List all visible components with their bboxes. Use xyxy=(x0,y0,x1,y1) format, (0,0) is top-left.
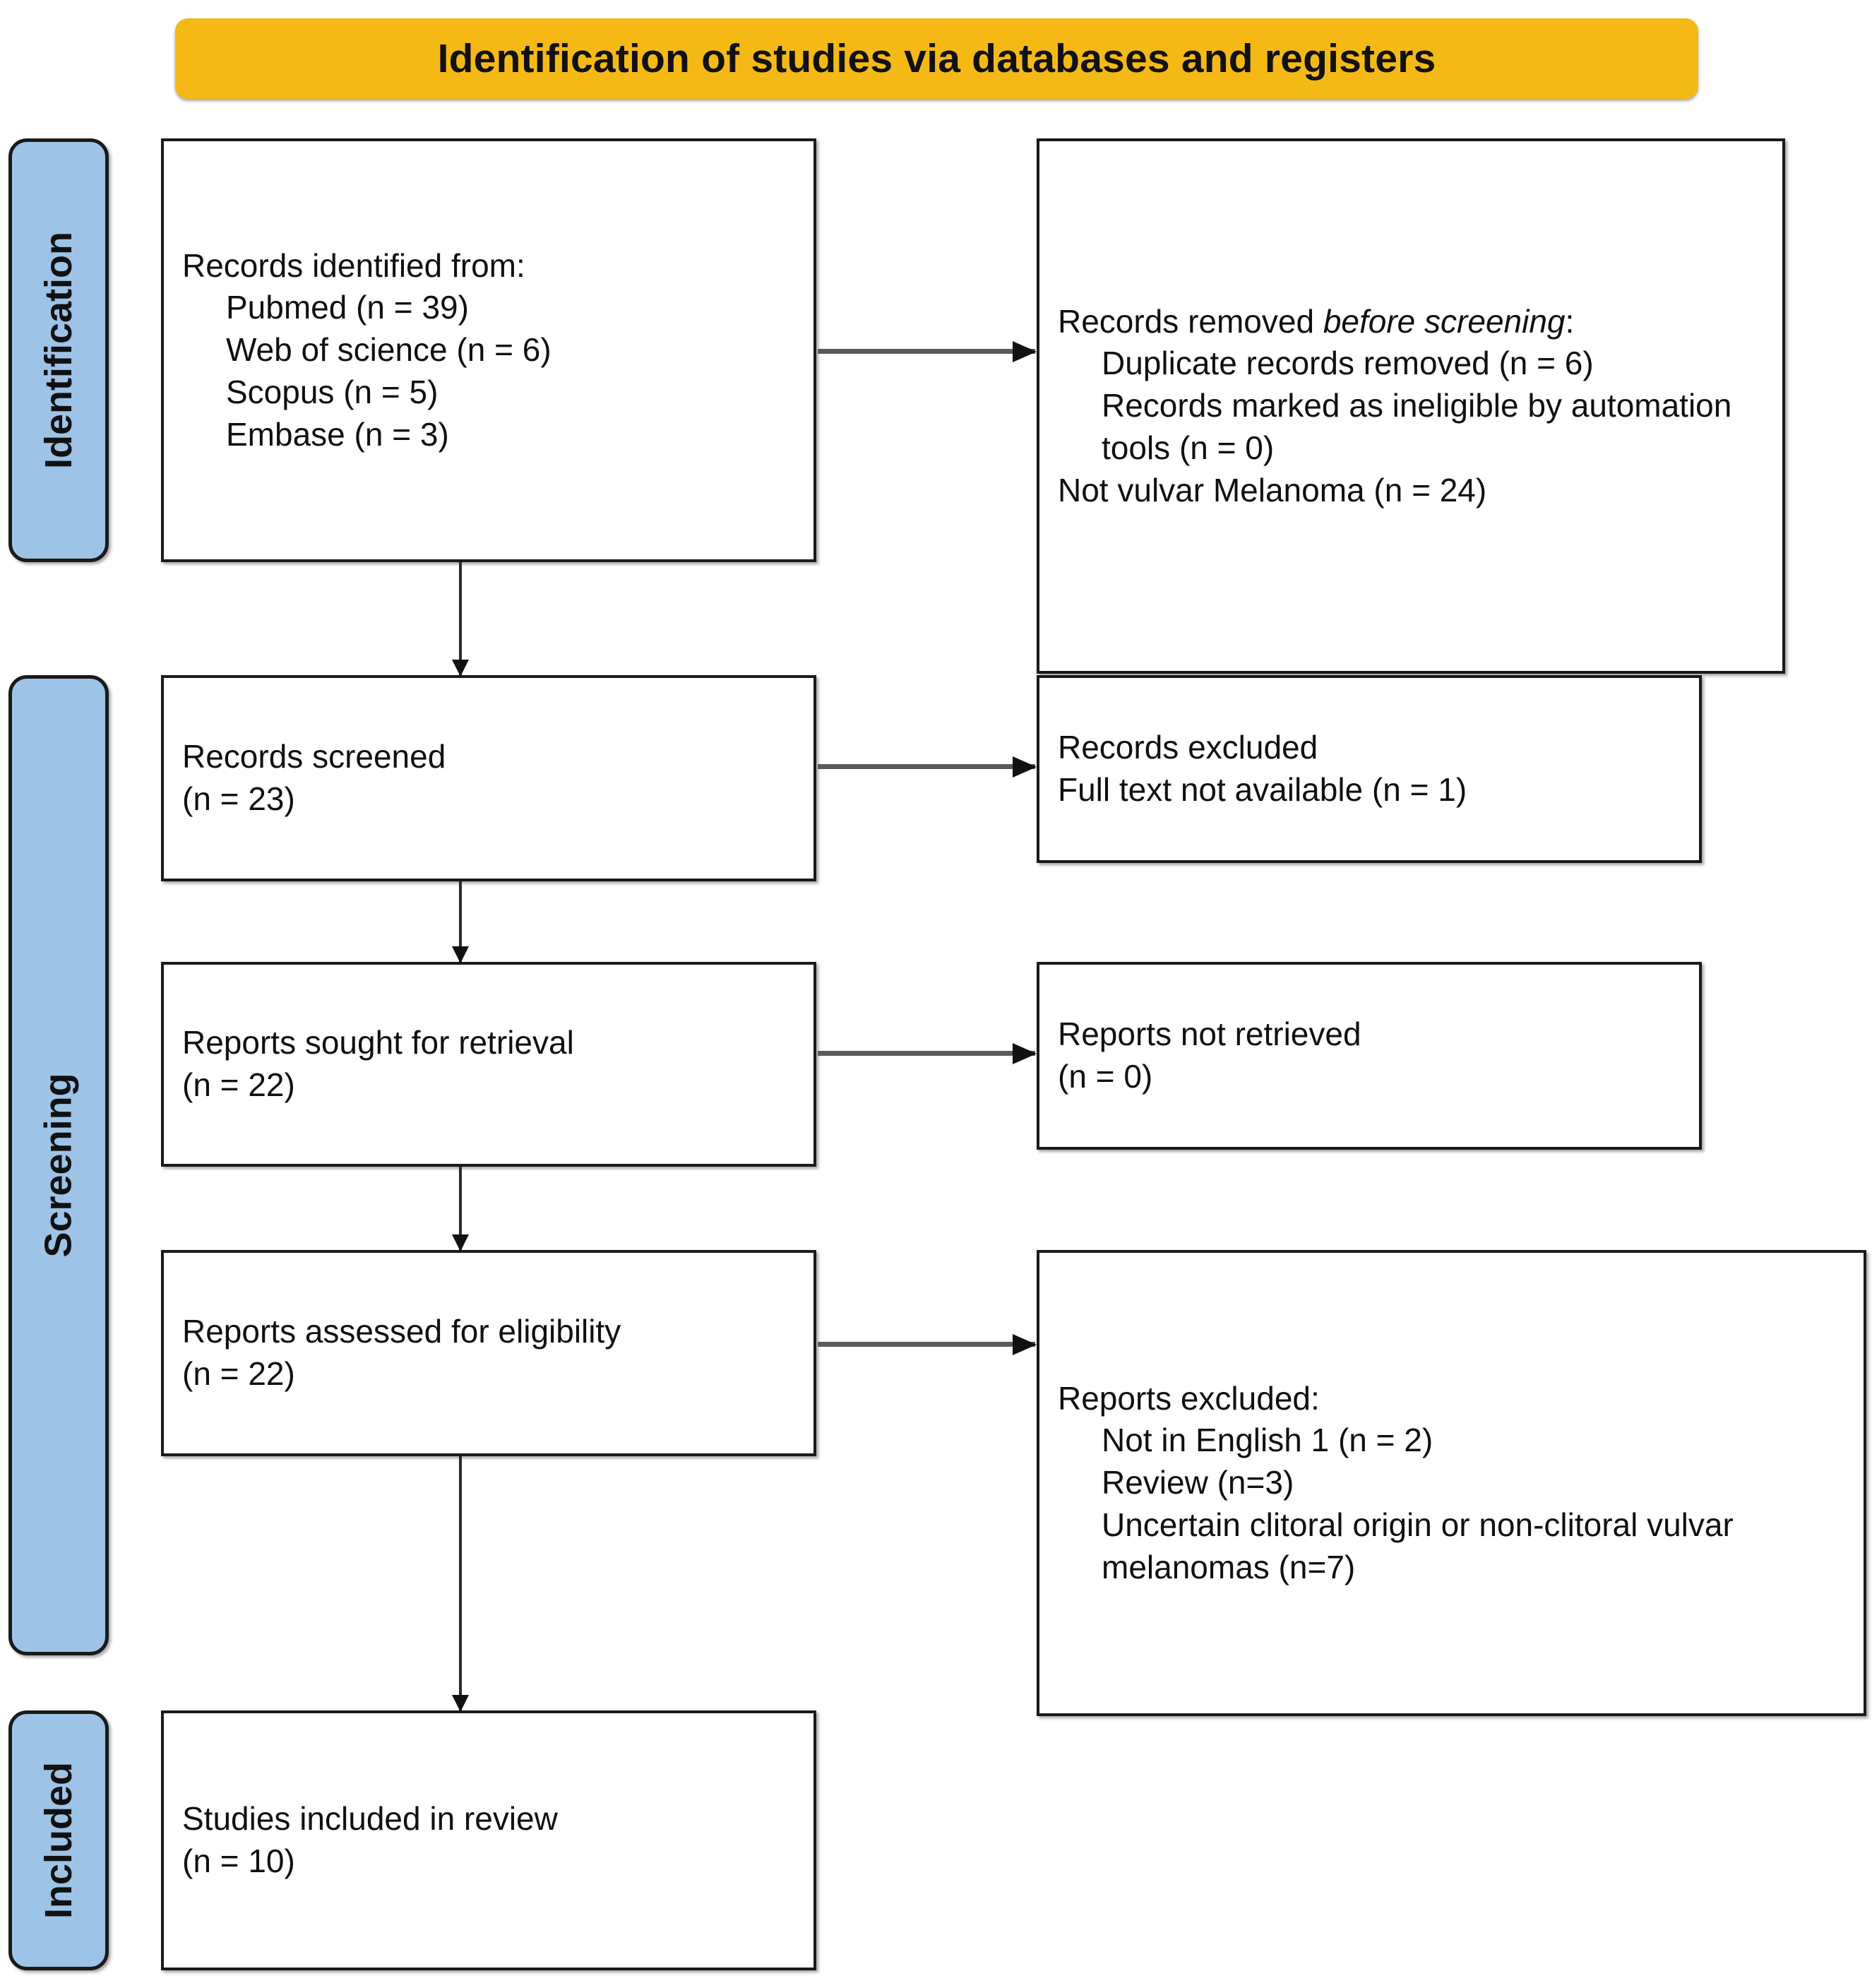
reports-excluded-heading: Reports excluded: xyxy=(1058,1379,1320,1417)
arrow-sought-to-assessed xyxy=(459,1167,462,1250)
box-reports-not-retrieved: Reports not retrieved (n = 0) xyxy=(1037,962,1702,1150)
reports-assessed-count: (n = 22) xyxy=(182,1355,295,1392)
box-records-identified: Records identified from: Pubmed (n = 39)… xyxy=(161,138,816,562)
records-identified-heading: Records identified from: xyxy=(182,246,525,284)
records-screened-label: Records screened xyxy=(182,738,446,775)
box-records-screened: Records screened (n = 23) xyxy=(161,675,816,881)
box-records-identified-body: Records identified from: Pubmed (n = 39)… xyxy=(164,245,813,456)
arrow-assessed-to-reports-excluded xyxy=(818,1342,1035,1347)
studies-included-count: (n = 10) xyxy=(182,1843,295,1879)
box-studies-included-body: Studies included in review (n = 10) xyxy=(164,1798,813,1883)
records-removed-duplicates: Duplicate records removed (n = 6) xyxy=(1102,345,1594,382)
reports-excluded-uncertain-origin: Uncertain clitoral origin or non-clitora… xyxy=(1102,1506,1734,1585)
arrow-assessed-to-included xyxy=(459,1456,462,1710)
reports-not-retrieved-label: Reports not retrieved xyxy=(1058,1016,1361,1053)
records-removed-heading-plain: Records removed xyxy=(1058,302,1323,340)
records-identified-source-scopus: Scopus (n = 5) xyxy=(226,373,439,410)
stage-label-identification: Identification xyxy=(8,138,109,562)
stage-screening-text: Screening xyxy=(37,1073,80,1258)
records-excluded-reason: Full text not available (n = 1) xyxy=(1058,771,1467,808)
box-reports-assessed-for-eligibility: Reports assessed for eligibility (n = 22… xyxy=(161,1250,816,1456)
box-records-removed-body: Records removed before screening: Duplic… xyxy=(1039,301,1782,512)
records-excluded-label: Records excluded xyxy=(1058,729,1318,766)
records-removed-heading-tail: : xyxy=(1565,302,1575,340)
box-reports-assessed-body: Reports assessed for eligibility (n = 22… xyxy=(164,1311,813,1395)
box-studies-included-in-review: Studies included in review (n = 10) xyxy=(161,1710,816,1970)
studies-included-label: Studies included in review xyxy=(182,1800,558,1838)
stage-included-text: Included xyxy=(37,1761,81,1919)
reports-assessed-label: Reports assessed for eligibility xyxy=(182,1313,621,1350)
arrow-screened-to-sought xyxy=(459,881,462,962)
diagram-banner: Identification of studies via databases … xyxy=(175,18,1698,99)
reports-excluded-review: Review (n=3) xyxy=(1102,1464,1294,1501)
box-reports-excluded: Reports excluded: Not in English 1 (n = … xyxy=(1037,1250,1866,1716)
box-records-removed-before-screening: Records removed before screening: Duplic… xyxy=(1037,138,1785,674)
box-records-screened-body: Records screened (n = 23) xyxy=(164,736,813,821)
reports-not-retrieved-count: (n = 0) xyxy=(1058,1058,1153,1095)
records-removed-not-vulvar: Not vulvar Melanoma (n = 24) xyxy=(1058,471,1487,508)
arrow-screened-to-records-excluded xyxy=(818,764,1035,769)
records-identified-source-wos: Web of science (n = 6) xyxy=(226,331,552,369)
stage-label-included: Included xyxy=(8,1710,109,1970)
records-identified-source-embase: Embase (n = 3) xyxy=(226,415,449,453)
box-records-excluded: Records excluded Full text not available… xyxy=(1037,675,1702,863)
records-screened-count: (n = 23) xyxy=(182,780,295,817)
records-removed-heading-italic: before screening xyxy=(1323,302,1566,340)
box-records-excluded-body: Records excluded Full text not available… xyxy=(1039,727,1699,811)
stage-label-screening: Screening xyxy=(8,675,109,1655)
reports-excluded-not-english: Not in English 1 (n = 2) xyxy=(1102,1422,1433,1459)
reports-sought-count: (n = 22) xyxy=(182,1066,295,1103)
stage-identification-text: Identification xyxy=(37,232,80,469)
box-reports-sought-body: Reports sought for retrieval (n = 22) xyxy=(164,1022,813,1107)
arrow-identified-to-removed xyxy=(818,349,1035,354)
records-removed-automation: Records marked as ineligible by automati… xyxy=(1102,387,1732,466)
records-identified-source-pubmed: Pubmed (n = 39) xyxy=(226,289,469,326)
records-removed-heading: Records removed before screening: xyxy=(1058,301,1764,343)
arrow-identified-to-screened xyxy=(459,562,462,675)
arrow-sought-to-not-retrieved xyxy=(818,1051,1035,1056)
box-reports-sought-for-retrieval: Reports sought for retrieval (n = 22) xyxy=(161,962,816,1167)
banner-title: Identification of studies via databases … xyxy=(437,36,1436,81)
box-reports-excluded-body: Reports excluded: Not in English 1 (n = … xyxy=(1039,1378,1864,1589)
reports-sought-label: Reports sought for retrieval xyxy=(182,1024,574,1061)
box-reports-not-retrieved-body: Reports not retrieved (n = 0) xyxy=(1039,1013,1699,1098)
